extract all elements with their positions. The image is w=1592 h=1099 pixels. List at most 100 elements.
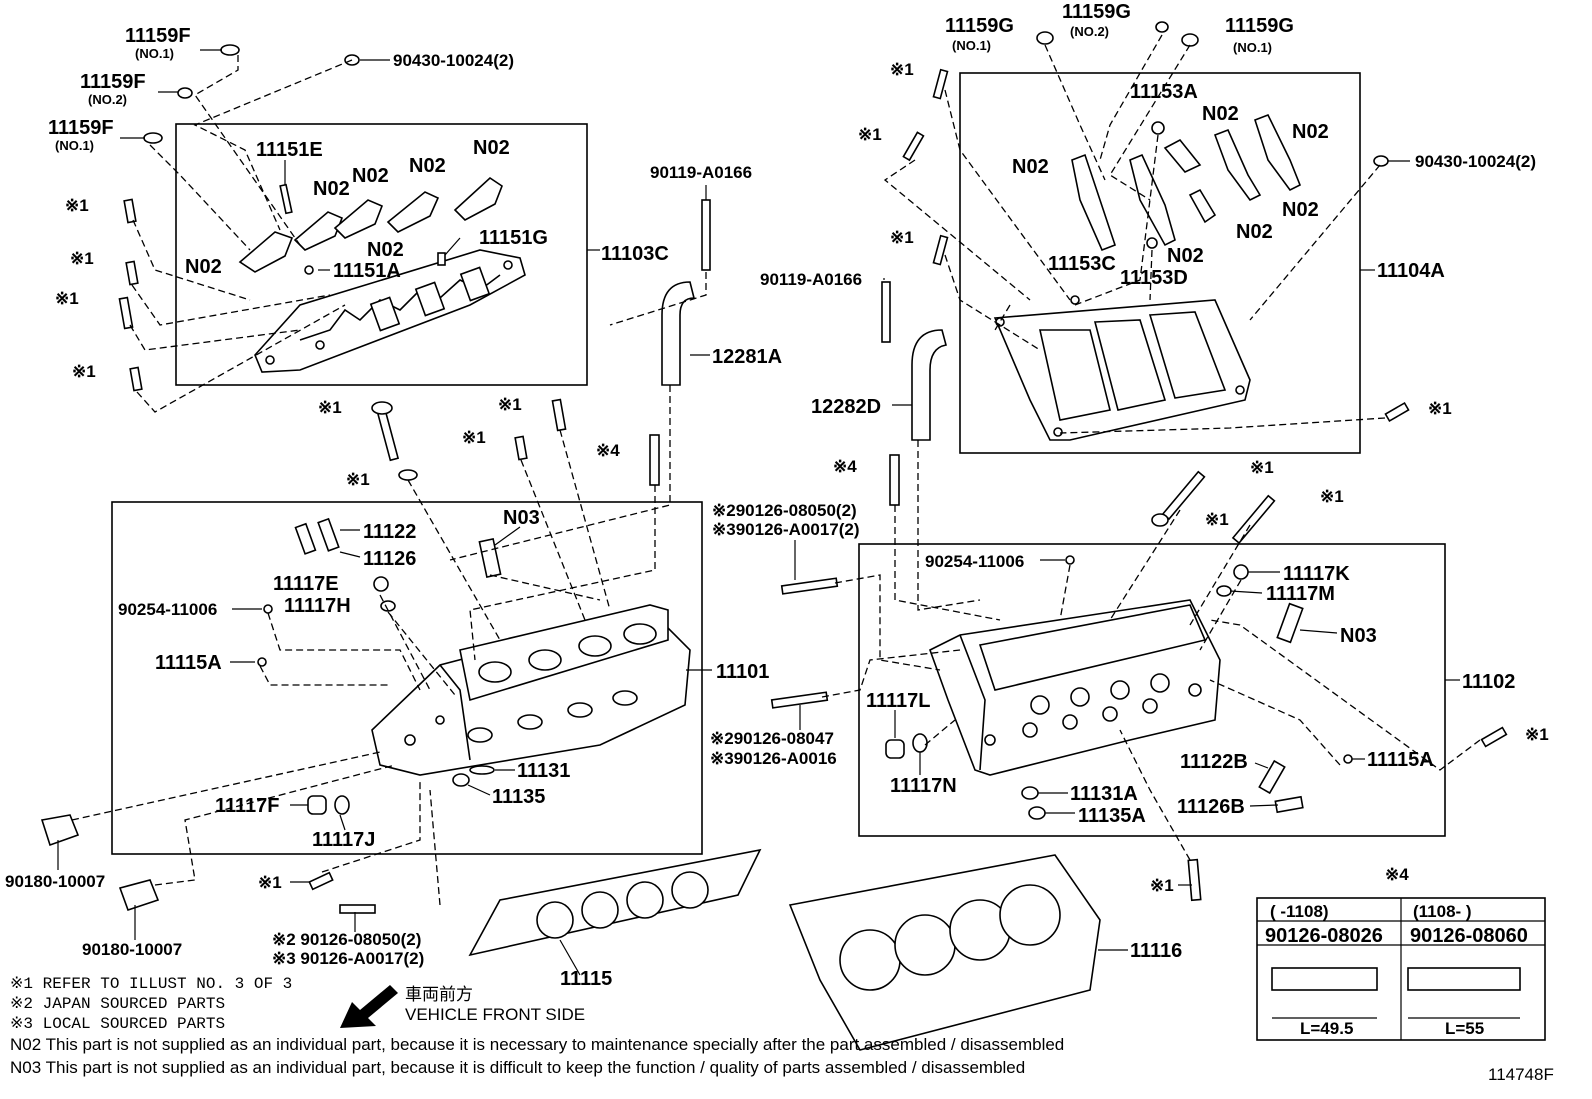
- label-11153C: 11153C: [1048, 253, 1116, 275]
- label-11151G: 11151G: [479, 227, 548, 249]
- table-part-1: 90126-08026: [1265, 925, 1383, 947]
- label-n02-r3: N02: [1012, 156, 1049, 178]
- label-3-90126-A0017: ※390126-A0017(2): [712, 520, 860, 539]
- cylinder-head-right: [885, 454, 1353, 820]
- label-11159G-b-sub: (NO.2): [1070, 24, 1109, 39]
- label-bottom-3-A0017: ※3 90126-A0017(2): [272, 949, 424, 968]
- label-11126B: 11126B: [1177, 796, 1245, 818]
- camshaft-housing-right: [993, 113, 1302, 441]
- label-11159F-c: 11159F: [48, 117, 114, 139]
- marker-ref1: ※1: [890, 228, 914, 247]
- label-n02-6: N02: [185, 256, 222, 278]
- label-11117N: 11117N: [890, 775, 957, 797]
- label-11159G-b: 11159G: [1062, 1, 1131, 23]
- legend-front-en: VEHICLE FRONT SIDE: [405, 1005, 585, 1024]
- label-11153A: 11153A: [1130, 81, 1198, 103]
- label-90430-left: 90430-10024(2): [393, 51, 514, 70]
- label-n02-r2: N02: [1292, 121, 1329, 143]
- label-2-90126-08047: ※290126-08047: [710, 729, 834, 748]
- label-n02-2: N02: [409, 155, 446, 177]
- label-12282D: 12282D: [811, 396, 881, 418]
- marker-ref1: ※1: [1250, 458, 1274, 477]
- label-11135: 11135: [492, 786, 545, 808]
- table-length-1: L=49.5: [1300, 1019, 1353, 1038]
- label-n02-r1: N02: [1202, 103, 1239, 125]
- leader-lines: [57, 49, 1460, 976]
- label-2-90126-08050: ※290126-08050(2): [712, 501, 857, 520]
- marker-ref1: ※1: [890, 60, 914, 79]
- table-header-1: ( -1108): [1270, 902, 1329, 921]
- engine-hook-12281A: [661, 281, 696, 386]
- label-11104A: 11104A: [1377, 260, 1445, 282]
- label-11117L: 11117L: [866, 690, 931, 712]
- marker-ref1: ※1: [498, 395, 522, 414]
- legend-note-3: ※3 LOCAL SOURCED PARTS: [10, 1015, 225, 1033]
- marker-ref1: ※1: [346, 470, 370, 489]
- label-11117K: 11117K: [1283, 563, 1350, 585]
- assembly-lines: [71, 34, 1481, 906]
- label-11122: 11122: [363, 521, 416, 543]
- label-11117H: 11117H: [284, 595, 351, 617]
- bolts: [40, 21, 1508, 914]
- figure-id: 114748F: [1488, 1065, 1554, 1084]
- stud-length-table: ※4 ( -1108) (1108- ) 90126-08026 90126-0…: [1256, 865, 1546, 1041]
- label-90119-b: 90119-A0166: [760, 270, 862, 289]
- label-n02-3: N02: [352, 165, 389, 187]
- marker-ref1: ※1: [65, 196, 89, 215]
- gasket-11116: [788, 854, 1101, 1051]
- label-11117F: 11117F: [215, 795, 280, 817]
- table-header-2: (1108- ): [1413, 902, 1472, 921]
- label-11122B: 11122B: [1180, 751, 1248, 773]
- label-90119-a: 90119-A0166: [650, 163, 752, 182]
- marker-ref1: ※1: [318, 398, 342, 417]
- table-part-2: 90126-08060: [1410, 925, 1528, 947]
- marker-ref1: ※1: [258, 873, 282, 892]
- label-11116: 11116: [1130, 940, 1182, 962]
- label-n02-5: N02: [367, 239, 404, 261]
- label-90430-right: 90430-10024(2): [1415, 152, 1536, 171]
- label-bottom-2-08050: ※2 90126-08050(2): [272, 930, 421, 949]
- label-11131A: 11131A: [1070, 783, 1138, 805]
- marker-ref1: ※1: [55, 289, 79, 308]
- label-n02-4: N02: [313, 178, 350, 200]
- label-11101: 11101: [716, 661, 769, 683]
- label-n02-r5: N02: [1236, 221, 1273, 243]
- front-arrow-icon: [340, 985, 398, 1028]
- frame-camshaft-housing-right: [959, 72, 1361, 454]
- label-11151A: 11151A: [333, 260, 401, 282]
- frame-cylinder-head-left: [111, 501, 703, 855]
- label-90254-right: 90254-11006: [925, 552, 1024, 571]
- table-title: ※4: [1385, 865, 1409, 884]
- label-3-90126-A0016: ※390126-A0016: [710, 749, 837, 768]
- label-11103C: 11103C: [601, 243, 669, 265]
- marker-ref1: ※1: [70, 249, 94, 268]
- label-11159G-c: 11159G: [1225, 15, 1294, 37]
- label-11126: 11126: [363, 548, 416, 570]
- label-11115: 11115: [560, 968, 612, 990]
- label-11159F-a: 11159F: [125, 25, 191, 47]
- label-n02-r4: N02: [1282, 199, 1319, 221]
- legend-note-2: ※2 JAPAN SOURCED PARTS: [10, 995, 225, 1013]
- label-90180-b: 90180-10007: [82, 940, 182, 959]
- label-11117J: 11117J: [312, 829, 375, 851]
- legend: ※1 REFER TO ILLUST NO. 3 OF 3 ※2 JAPAN S…: [10, 975, 1554, 1084]
- label-11115A-left: 11115A: [155, 652, 222, 674]
- gasket-11115: [468, 848, 762, 957]
- legend-front-jp: 車両前方: [405, 985, 473, 1004]
- label-11135A: 11135A: [1078, 805, 1146, 827]
- legend-n02: N02 This part is not supplied as an indi…: [10, 1035, 1064, 1054]
- label-11159F-b: 11159F: [80, 71, 146, 93]
- label-11153D: 11153D: [1120, 267, 1188, 289]
- label-11159G-c-sub: (NO.1): [1233, 40, 1272, 55]
- label-11159G-a-sub: (NO.1): [952, 38, 991, 53]
- marker-ref1: ※1: [72, 362, 96, 381]
- labels: 11159F (NO.1) 90430-10024(2) 11159F (NO.…: [5, 1, 1549, 990]
- label-11115A-right: 11115A: [1367, 749, 1434, 771]
- label-11159F-b-sub: (NO.2): [88, 92, 127, 107]
- label-90254-left: 90254-11006: [118, 600, 217, 619]
- marker-ref1: ※1: [1428, 399, 1452, 418]
- label-11102: 11102: [1462, 671, 1515, 693]
- marker-ref1: ※1: [858, 125, 882, 144]
- marker-ref4: ※4: [833, 457, 857, 476]
